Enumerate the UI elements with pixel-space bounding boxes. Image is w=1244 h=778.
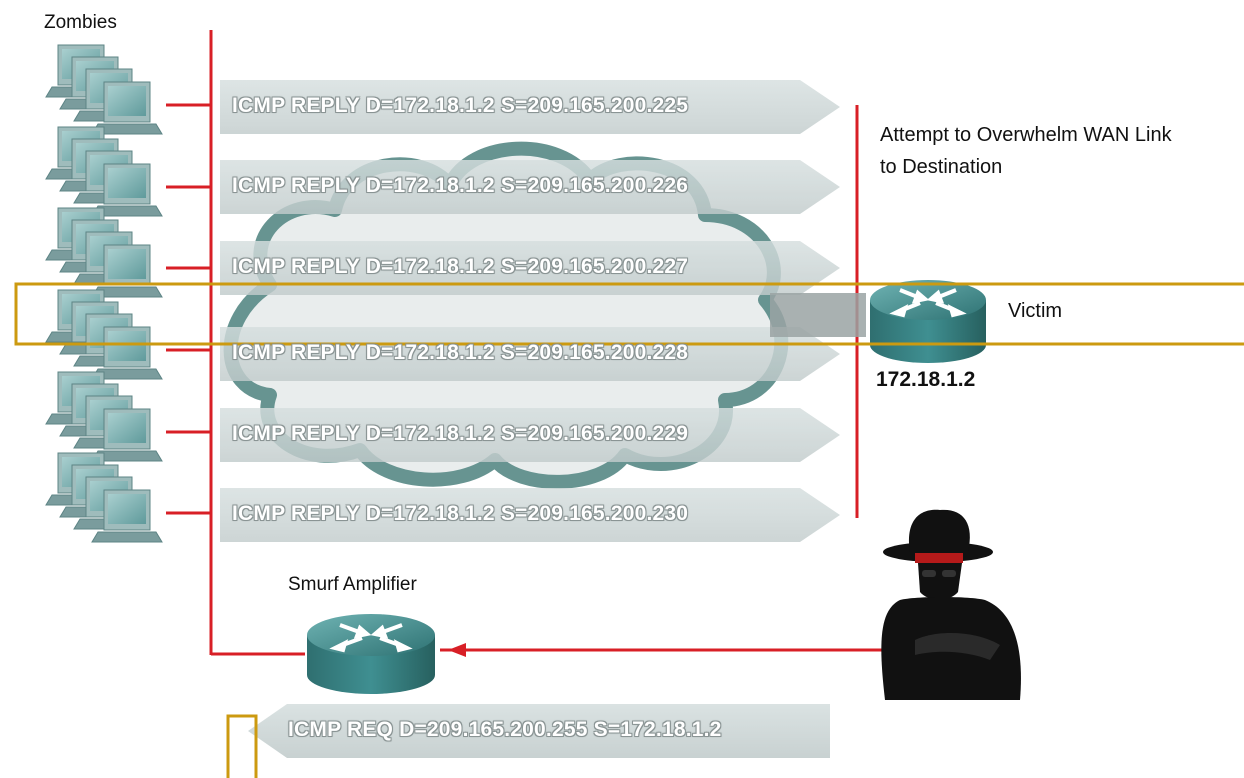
request-arrow xyxy=(248,704,830,758)
zombies-label: Zombies xyxy=(44,12,117,33)
attempt-label-line1: Attempt to Overwhelm WAN Link xyxy=(880,124,1172,146)
victim-ip-label: 172.18.1.2 xyxy=(876,368,976,391)
zombie-cluster-1-icon xyxy=(45,44,163,135)
reply-packet-3-text: ICMP REPLY D=172.18.1.2 S=209.165.200.22… xyxy=(232,255,689,278)
highlight-marker xyxy=(226,714,258,778)
reply-arrows xyxy=(220,80,840,542)
zombie-cluster-4-icon xyxy=(45,289,163,380)
reply-arrow-2 xyxy=(220,160,840,214)
reply-packet-1-text: ICMP REPLY D=172.18.1.2 S=209.165.200.22… xyxy=(232,94,689,117)
reply-arrow-3 xyxy=(220,241,840,295)
request-packet-text: ICMP REQ D=209.165.200.255 S=172.18.1.2 xyxy=(288,718,722,741)
reply-arrow-6 xyxy=(220,488,840,542)
reply-arrow-4 xyxy=(220,327,840,381)
amplifier-router-icon xyxy=(307,614,435,694)
reply-arrow-1 xyxy=(220,80,840,134)
attempt-label-line2: to Destination xyxy=(880,156,1003,178)
reply-arrow-5 xyxy=(220,408,840,462)
victim-label: Victim xyxy=(1008,300,1063,322)
highlight-band xyxy=(14,282,1244,346)
zombie-computers xyxy=(45,44,163,543)
wan-link-band xyxy=(770,293,866,337)
attacker-hacker-icon xyxy=(881,509,1021,700)
reply-packet-4-text: ICMP REPLY D=172.18.1.2 S=209.165.200.22… xyxy=(232,341,689,364)
zombie-cluster-5-icon xyxy=(45,371,163,462)
zombie-cluster-6-icon xyxy=(45,452,163,543)
zombie-cluster-2-icon xyxy=(45,126,163,217)
reply-packet-5-text: ICMP REPLY D=172.18.1.2 S=209.165.200.22… xyxy=(232,422,689,445)
smurf-amplifier-label: Smurf Amplifier xyxy=(288,574,417,595)
reply-packet-6-text: ICMP REPLY D=172.18.1.2 S=209.165.200.23… xyxy=(232,502,689,525)
victim-router-icon xyxy=(870,280,986,363)
reply-packet-2-text: ICMP REPLY D=172.18.1.2 S=209.165.200.22… xyxy=(232,174,689,197)
